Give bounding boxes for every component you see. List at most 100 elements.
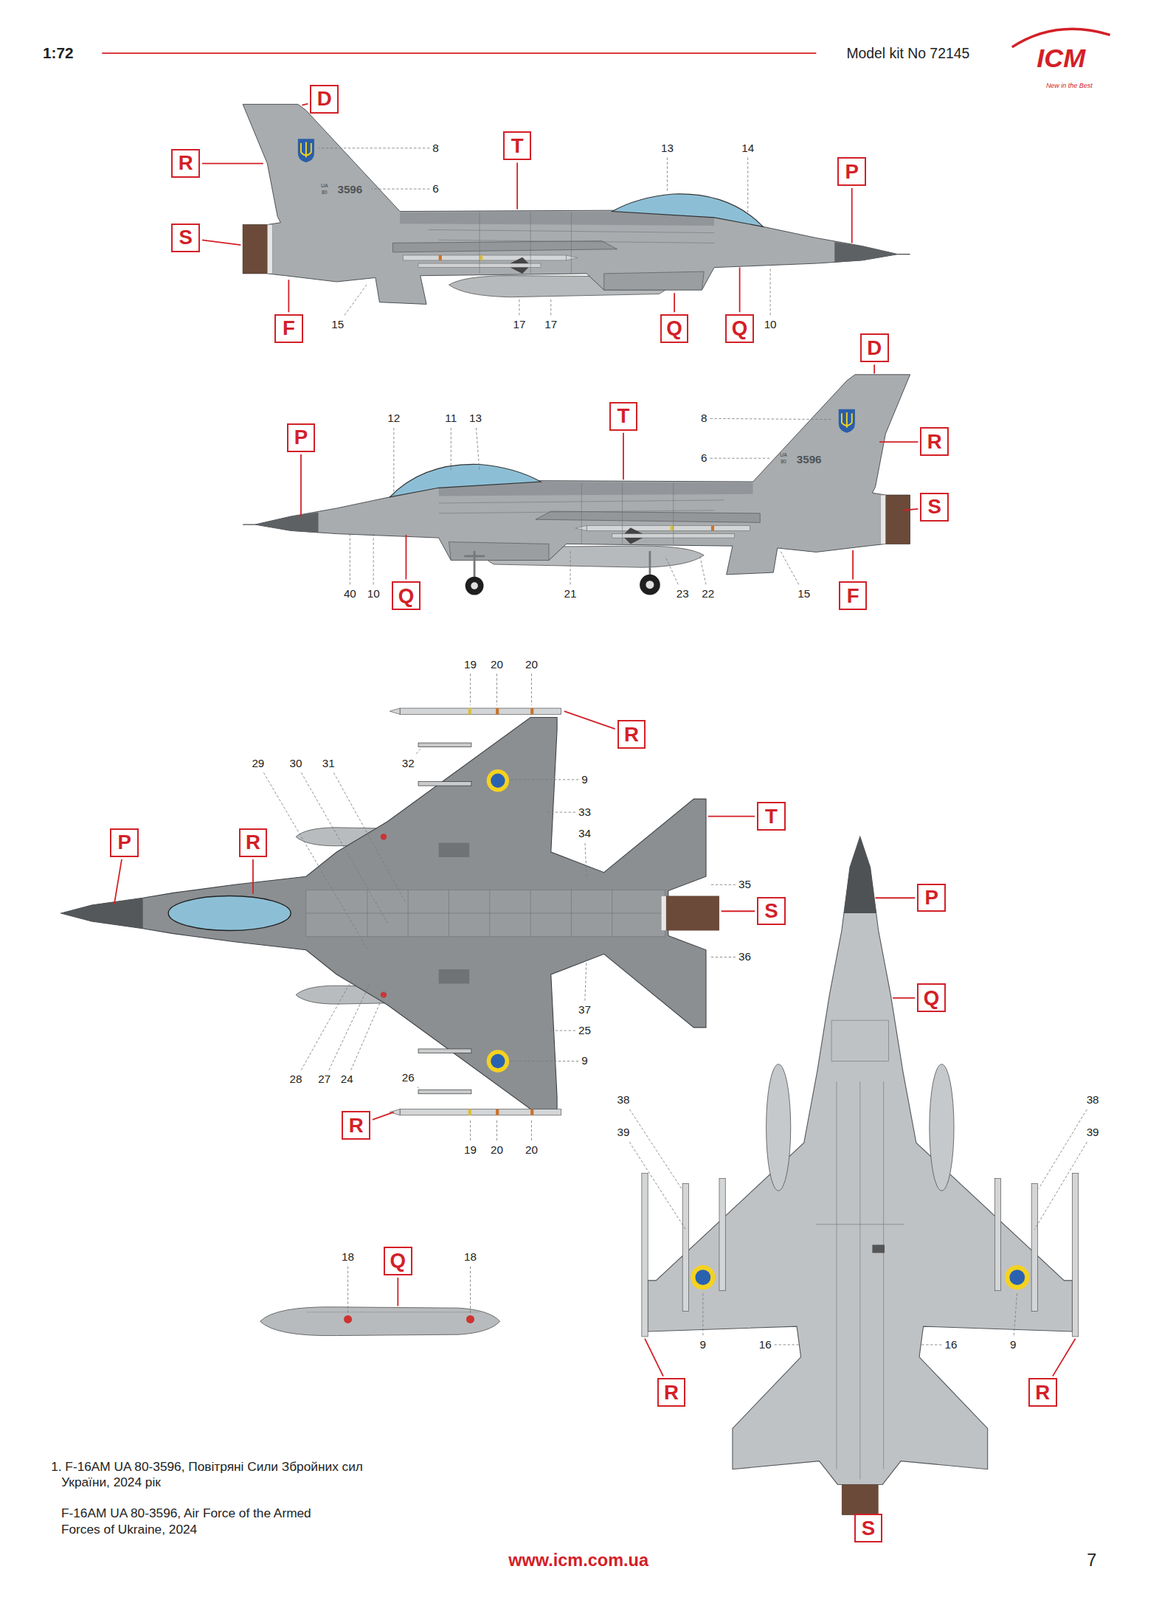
callout-leader-line [450, 427, 452, 472]
intake [604, 271, 705, 290]
callout-letter-box: R [341, 1111, 371, 1140]
radome [834, 241, 898, 263]
callout-letter-box: T [609, 402, 639, 431]
serial-number: 3596 [337, 182, 363, 197]
callout-letter-box: S [171, 223, 200, 253]
callout-letter-box: P [286, 423, 316, 453]
callout-leader-line [531, 1119, 532, 1141]
callout-letter-box: D [309, 84, 339, 114]
callout-letter-box: R [657, 1378, 687, 1407]
side-view-aircraft-mirrored [242, 374, 910, 575]
serial-number: 3596 [796, 452, 822, 467]
callout-letter-box: R [617, 720, 647, 749]
callout-number: 18 [464, 1250, 477, 1264]
callout-letter-box: R [919, 427, 949, 456]
side-view-aircraft [242, 104, 910, 304]
callout-letter: S [861, 1518, 875, 1539]
wheel-hub [645, 580, 654, 589]
callout-leader-line [570, 551, 572, 585]
callout-letter-box: S [919, 492, 949, 522]
callout-letter-box: Q [725, 314, 754, 344]
caption-english: F-16AM UA 80-3596, Air Force of the Arme… [61, 1505, 335, 1538]
brand-logo: ICM [1036, 42, 1086, 74]
letter-leader-line [708, 815, 755, 818]
missile-band [530, 708, 534, 715]
callout-letter: T [765, 806, 778, 828]
callout-letter-box: Q [383, 1246, 413, 1276]
callout-leader-line [1034, 1142, 1087, 1230]
callout-letter: Q [390, 1250, 407, 1272]
callout-letter-box: P [917, 883, 946, 913]
letter-leader-line [852, 550, 854, 580]
missile-band [495, 708, 499, 715]
roundel [490, 773, 505, 788]
fuselage-spine [306, 889, 666, 937]
callout-number: 36 [738, 950, 752, 964]
callout-leader-line [417, 1086, 421, 1090]
callout-number: 17 [512, 317, 526, 332]
callout-number: 6 [700, 451, 707, 465]
callout-leader-line [301, 772, 388, 923]
exhaust-nozzle [242, 225, 268, 274]
callout-number: 31 [322, 756, 335, 771]
callout-number: 8 [700, 411, 707, 425]
pylon-mark [343, 1315, 352, 1324]
callout-number: 6 [432, 182, 439, 196]
canopy [612, 194, 764, 227]
pitot [897, 253, 911, 255]
callout-leader-line [629, 1142, 686, 1230]
letter-leader-line [396, 1277, 399, 1307]
landing-gear [464, 551, 661, 595]
callout-number: 19 [464, 1143, 477, 1157]
callout-number: 39 [1086, 1125, 1100, 1140]
callout-number: 18 [341, 1250, 355, 1264]
callout-number: 16 [759, 1338, 772, 1352]
callout-number: 40 [343, 587, 357, 601]
callout-number: 25 [578, 1023, 591, 1038]
callout-leader-line [585, 843, 587, 878]
missile [399, 708, 562, 715]
callout-number: 32 [402, 756, 415, 771]
letter-leader-line [673, 292, 676, 313]
callout-letter-box: P [109, 828, 139, 858]
callout-number: 38 [617, 1093, 631, 1107]
callout-leader-line [371, 188, 430, 190]
callout-letter-box: Q [391, 581, 421, 611]
panel-lines [306, 1311, 480, 1313]
letter-leader-line [372, 1112, 394, 1120]
vent [872, 1244, 885, 1253]
callout-leader-line [708, 956, 736, 958]
website-url: www.icm.com.ua [508, 1550, 649, 1571]
callout-leader-line [780, 551, 799, 585]
missile [402, 255, 566, 261]
callout-leader-line [518, 298, 520, 316]
callout-number: 9 [1009, 1338, 1016, 1352]
letter-leader-line [903, 509, 918, 511]
pylon-mark [380, 991, 387, 998]
callout-leader-line [770, 267, 771, 316]
missile-band [530, 1109, 534, 1116]
callout-letter: Q [666, 317, 683, 339]
roundel [694, 1269, 711, 1286]
callout-leader-line [665, 556, 679, 585]
letter-leader-line [879, 441, 918, 443]
planform [647, 836, 1072, 1485]
callout-letter: D [866, 337, 882, 359]
gear-strut [464, 551, 650, 578]
callout-letter-box: Q [917, 983, 946, 1013]
fuselage [242, 104, 898, 304]
planform [61, 717, 707, 1109]
callout-leader-line [469, 673, 471, 706]
letter-leader-line [114, 859, 122, 905]
callout-letter: R [348, 1115, 364, 1137]
callout-letter-box: P [837, 157, 867, 186]
callout-leader-line [347, 1266, 349, 1314]
letter-leader-line [622, 433, 625, 480]
callout-number: 39 [617, 1125, 631, 1140]
serial-prefix: 80 [780, 458, 787, 465]
callout-letter: Q [923, 987, 940, 1009]
callout-letter: S [928, 496, 942, 518]
callout-leader-line [329, 984, 370, 1071]
callout-leader-line [700, 556, 707, 585]
